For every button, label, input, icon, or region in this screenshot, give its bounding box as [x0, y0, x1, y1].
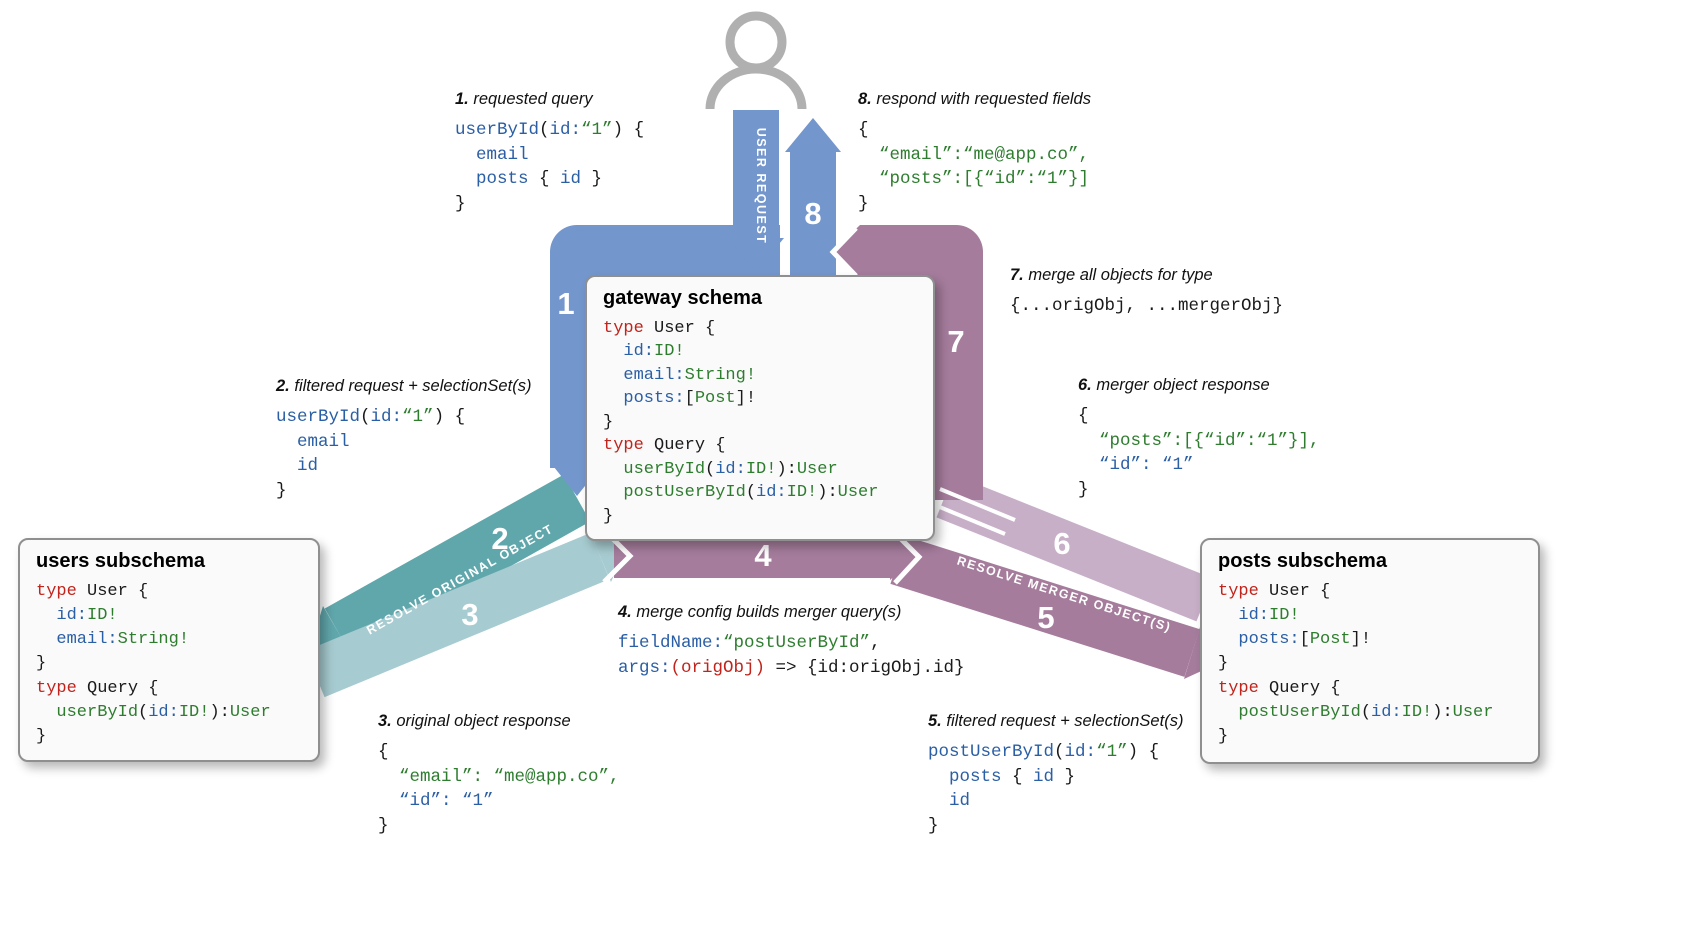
step-7-code: {...origObj, ...mergerObj} [1010, 296, 1284, 316]
step-5-code: postUserById(id:“1”) { posts { id } id} [928, 742, 1160, 836]
gateway-schema-box: gateway schema type User { id:ID! email:… [585, 275, 935, 541]
users-subschema-title: users subschema [36, 550, 205, 572]
step-2-code: userById(id:“1”) { email id} [276, 407, 466, 501]
step-1-annotation: 1. requested query userById(id:“1”) { em… [455, 90, 644, 216]
step-4-code: fieldName:“postUserById”,args:(origObj) … [618, 633, 965, 678]
arrow-3-band [305, 532, 610, 698]
arrow-3-number: 3 [461, 597, 478, 632]
step-4-label: 4. merge config builds merger query(s) [618, 603, 902, 621]
gateway-schema-title: gateway schema [603, 287, 762, 309]
arrow-8-number: 8 [804, 196, 821, 231]
arrow-7-head [832, 225, 860, 279]
step-2-annotation: 2. filtered request + selectionSet(s) us… [276, 377, 531, 503]
merge-hatch-2 [929, 501, 1006, 536]
user-shoulders [705, 64, 807, 110]
user-head [725, 11, 787, 73]
arrow-4-number: 4 [754, 538, 772, 573]
step-4-annotation: 4. merge config builds merger query(s) f… [618, 603, 965, 680]
posts-subschema-title: posts subschema [1218, 550, 1387, 572]
arrow-2-number: 2 [491, 521, 508, 556]
step-5-label: 5. filtered request + selectionSet(s) [928, 712, 1184, 730]
users-subschema-box: users subschema type User { id:ID! email… [18, 538, 320, 762]
step-8-code: { “email”:“me@app.co”, “posts”:[{“id”:“1… [858, 120, 1090, 214]
arrow-7-band [860, 225, 983, 500]
gateway-schema-code: type User { id:ID! email:String! posts:[… [603, 319, 879, 526]
step-1-code: userById(id:“1”) { email posts { id }} [455, 120, 645, 214]
step-1-label: 1. requested query [455, 90, 593, 108]
arrow-6-band [936, 474, 1214, 622]
posts-subschema-code: type User { id:ID! posts:[Post]!}type Qu… [1218, 582, 1494, 746]
step-8-annotation: 8. respond with requested fields { “emai… [858, 90, 1091, 216]
arrow-1-number: 1 [557, 286, 574, 321]
step-2-label: 2. filtered request + selectionSet(s) [276, 377, 532, 395]
arrow-5-number: 5 [1037, 600, 1054, 635]
step-3-code: { “email”: “me@app.co”, “id”: “1”} [378, 742, 620, 836]
arrow-5-band [890, 536, 1200, 677]
step-6-label: 6. merger object response [1078, 376, 1270, 394]
arrow-6-number: 6 [1053, 526, 1070, 561]
step-7-label: 7. merge all objects for type [1010, 266, 1213, 284]
merge-hatch-1 [939, 487, 1016, 522]
step-6-code: { “posts”:[{“id”:“1”}], “id”: “1”} [1078, 406, 1320, 500]
user-icon [696, 2, 816, 115]
step-3-annotation: 3. original object response { “email”: “… [378, 712, 620, 838]
posts-subschema-box: posts subschema type User { id:ID! posts… [1200, 538, 1540, 764]
arrow-user-request-head [728, 238, 784, 272]
arrow-2-band [324, 474, 591, 656]
step-5-annotation: 5. filtered request + selectionSet(s) po… [928, 712, 1183, 838]
step-7-annotation: 7. merge all objects for type {...origOb… [1010, 266, 1283, 319]
step-6-annotation: 6. merger object response { “posts”:[{“i… [1078, 376, 1320, 502]
arrow-1-band [550, 225, 780, 468]
arrow-8-head [785, 118, 841, 152]
user-request-caption: USER REQUEST [754, 128, 768, 245]
arrow-7-number: 7 [947, 324, 964, 359]
step-8-label: 8. respond with requested fields [858, 90, 1091, 108]
junction-chevron-7-8 [829, 226, 858, 278]
step-3-label: 3. original object response [378, 712, 571, 730]
users-subschema-code: type User { id:ID! email:String!}type Qu… [36, 582, 271, 746]
